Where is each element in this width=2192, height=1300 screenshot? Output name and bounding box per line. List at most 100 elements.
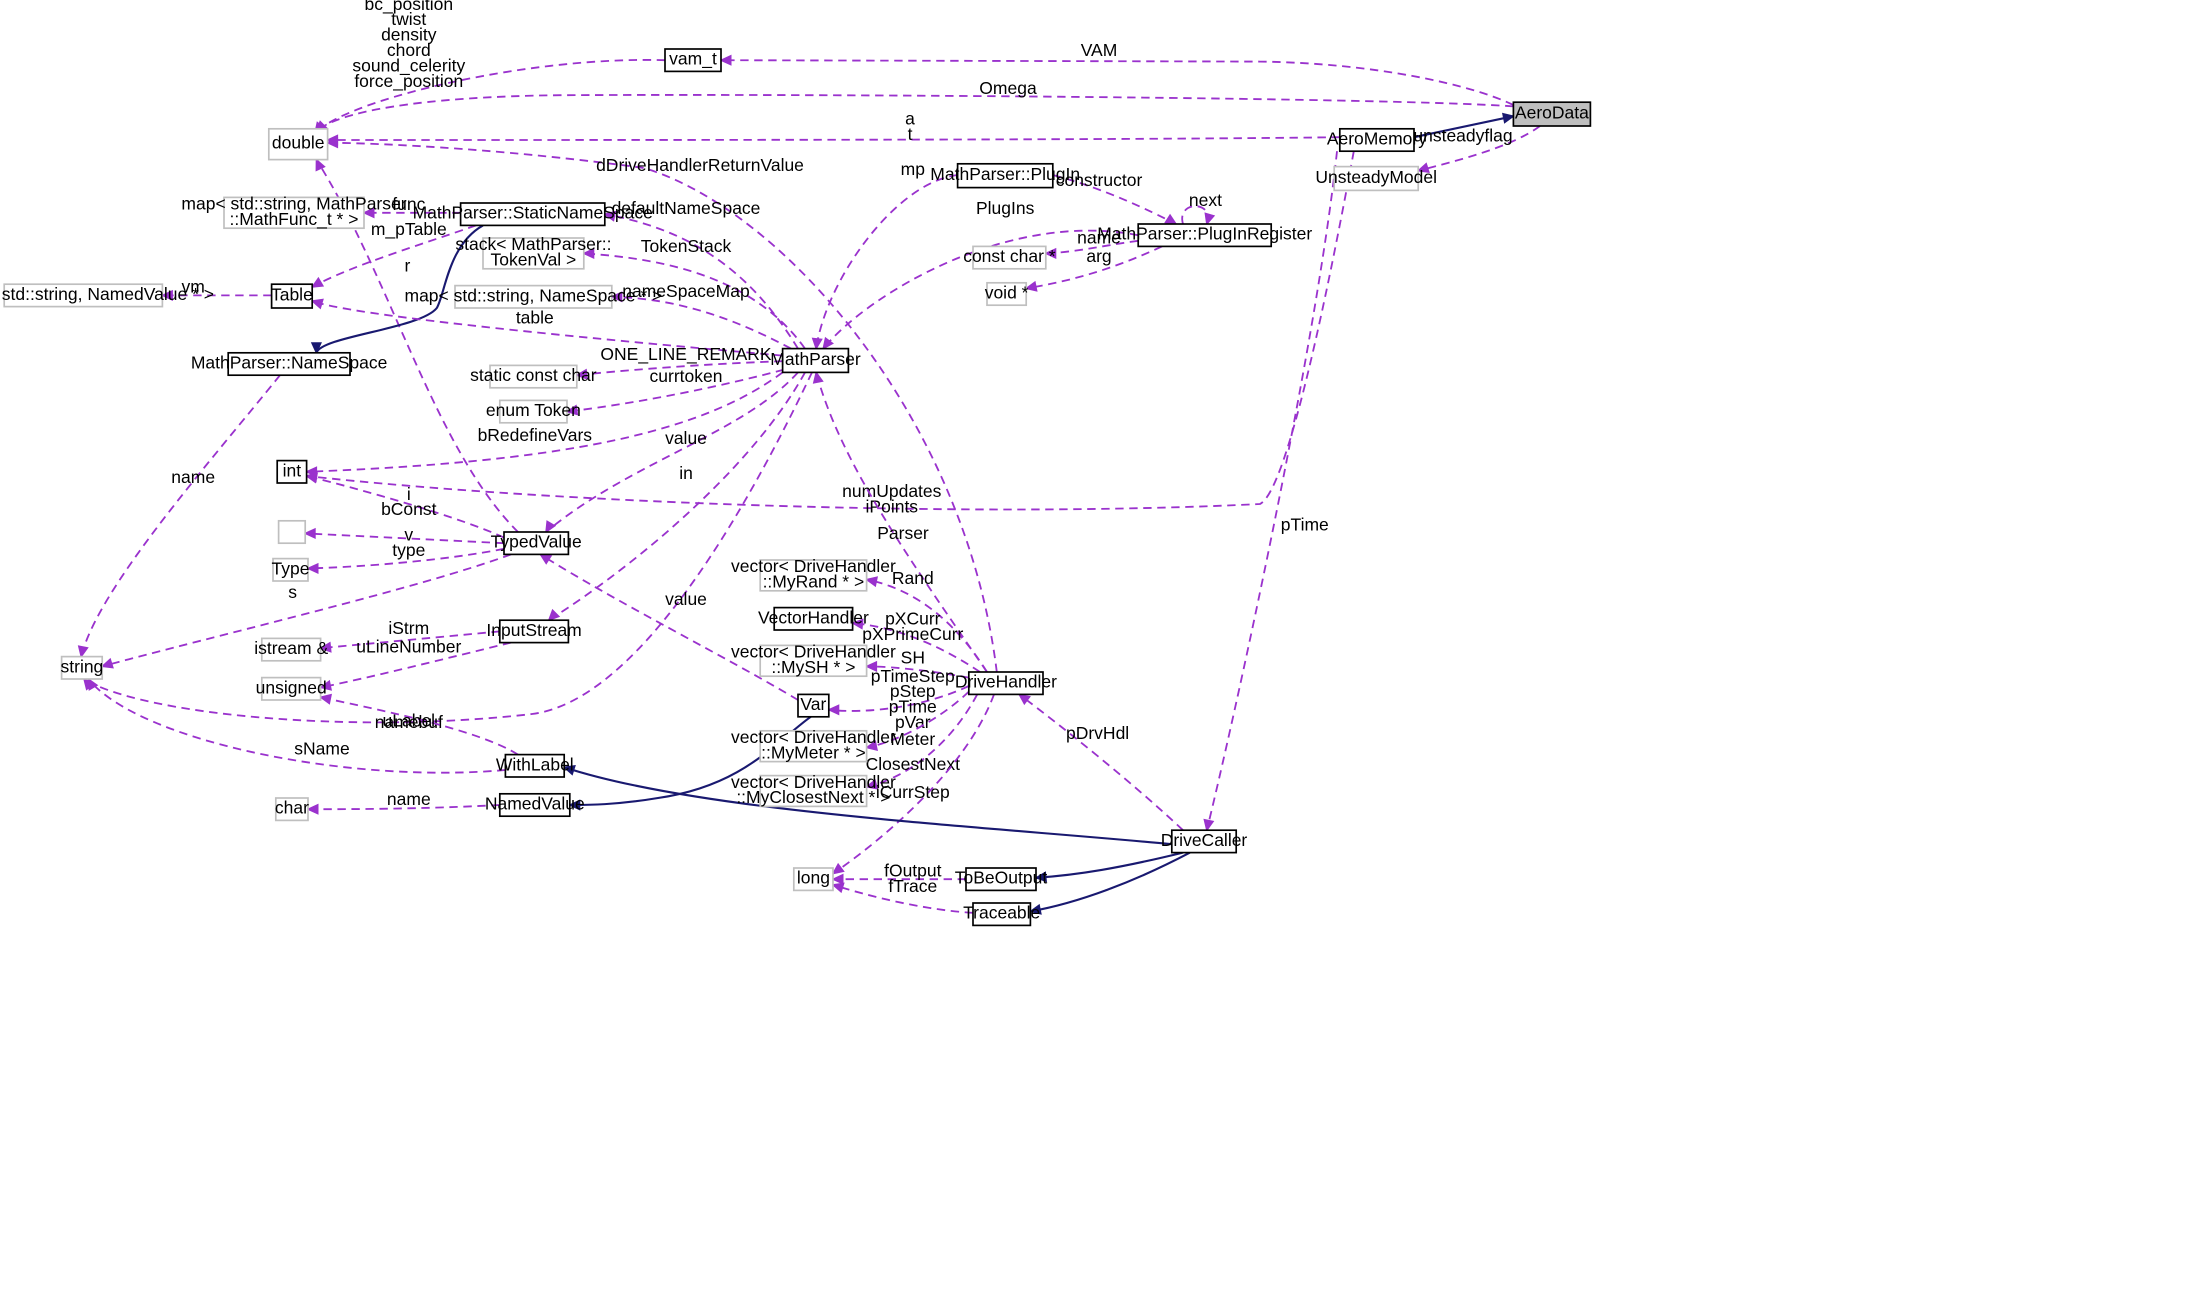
edge-mp-stack: TokenStack [582, 236, 806, 350]
arrowhead [831, 882, 845, 894]
class-node-enumtoken[interactable]: enum Token [486, 399, 581, 424]
class-node-mapnv[interactable]: map< std::string, NamedValue * > [0, 283, 214, 308]
node-box [759, 559, 868, 592]
edge-label: table [516, 307, 554, 327]
edge-label: PlugIns [976, 198, 1035, 218]
usage-line [306, 151, 1355, 511]
class-node-typedvalue[interactable]: TypedValue [491, 531, 582, 556]
class-node-mapfunc[interactable]: map< std::string, MathParser::MathFunc_t… [181, 194, 406, 230]
class-node-istream[interactable]: istream & [254, 637, 328, 662]
node-box [773, 606, 854, 631]
edge-is-istream: iStrm [318, 618, 500, 653]
class-node-long[interactable]: long [792, 867, 834, 892]
node-label: enum Token [486, 400, 581, 420]
class-node-vam-t[interactable]: vam_t [664, 48, 722, 73]
class-node-namespace[interactable]: MathParser::NameSpace [191, 351, 387, 377]
class-node-unsteadymodel[interactable]: UnsteadyModel [1315, 165, 1437, 192]
edge-mp-table: table [310, 298, 783, 357]
class-node-vectorhandler[interactable]: VectorHandler [758, 606, 869, 631]
node-box [498, 399, 568, 424]
edge-dh-mp: Parser [812, 370, 988, 673]
edge-label: dDriveHandlerReturnValue [596, 155, 804, 175]
node-box [781, 347, 850, 374]
inheritance-line [569, 704, 830, 807]
edge-mp-int: bRedefineVars [304, 371, 784, 478]
class-node-tobeoutput[interactable]: ToBeOutput [955, 867, 1048, 892]
class-node-var[interactable]: Var [797, 693, 830, 718]
class-node-vecclosest[interactable]: vector< DriveHandler::MyClosestNext * > [731, 772, 896, 808]
edge-tv-type: type [306, 540, 505, 574]
edge-pir-cc: name [1044, 228, 1139, 259]
edge-is-unsigned: uLineNumber [318, 636, 512, 691]
usage-line [720, 59, 1514, 106]
class-node-staticnamespace[interactable]: MathParser::StaticNameSpace [413, 202, 653, 227]
class-node-staticconstchar[interactable]: static const char [470, 364, 597, 389]
class-node-vecrand[interactable]: vector< DriveHandler::MyRand * > [731, 556, 896, 592]
class-node-mapns[interactable]: map< std::string, NameSpace * > [405, 284, 663, 309]
class-node-unsigned[interactable]: unsigned [256, 676, 327, 701]
node-label: MathParser [770, 349, 861, 369]
class-node-inputstream[interactable]: InputStream [486, 619, 582, 644]
node-label: vam_t [669, 49, 717, 70]
class-node-char[interactable]: char [275, 797, 309, 822]
arrowhead [1203, 818, 1215, 832]
usage-line [101, 553, 512, 668]
class-node-drivehandler[interactable]: DriveHandler [955, 671, 1057, 696]
arrowhead [582, 247, 595, 259]
class-node-vecmeter[interactable]: vector< DriveHandler::MyMeter * > [731, 727, 896, 763]
class-node-pluginregister[interactable]: MathParser::PlugInRegister [1097, 223, 1312, 248]
edge-sns-table: m_pTable [310, 219, 477, 288]
usage-line [604, 213, 799, 350]
edge-dc-wl [562, 765, 1172, 846]
class-node-table[interactable]: Table [270, 283, 314, 309]
class-node-stacktok[interactable]: stack< MathParser::TokenVal > [455, 234, 611, 270]
class-node-drivecaller[interactable]: DriveCaller [1161, 829, 1248, 854]
class-node-blank[interactable] [277, 519, 307, 545]
arrowhead [610, 291, 623, 303]
usage-line [327, 136, 1340, 141]
node-box [482, 237, 585, 270]
class-node-withlabel[interactable]: WithLabel [496, 753, 574, 778]
class-node-plugin[interactable]: MathParser::PlugIn [930, 162, 1080, 189]
class-node-mathparser[interactable]: MathParser [770, 347, 861, 374]
class-node-string[interactable]: string [61, 655, 104, 680]
edge-label: bc_position [365, 0, 454, 15]
usage-line [866, 690, 970, 749]
edge-vam-double: bc_positiontwistdensitychordsound_celeri… [313, 0, 666, 135]
usage-line [852, 622, 981, 673]
class-node-vecsh[interactable]: vector< DriveHandler::MySH * > [731, 642, 896, 678]
edge-label: fTrace [888, 876, 937, 896]
edge-label: name [1077, 228, 1121, 248]
node-label: Var [800, 694, 826, 714]
class-node-traceable[interactable]: Traceable [963, 902, 1040, 927]
usage-line [1026, 245, 1163, 290]
node-label: string [61, 656, 104, 676]
usage-line [583, 252, 806, 350]
class-node-double[interactable]: double [267, 127, 329, 161]
edge-label: ClosestNext [866, 754, 960, 774]
class-node-namedvalue[interactable]: NamedValue [485, 792, 585, 818]
node-label: AeroData [1515, 103, 1589, 123]
node-box [1338, 127, 1415, 153]
edge-aero-unsteady: unsteadyflag [1413, 125, 1541, 173]
class-node-aeromemory[interactable]: AeroMemory [1327, 127, 1427, 153]
usage-line [832, 694, 995, 875]
class-node-voidp[interactable]: void * [985, 281, 1029, 307]
class-node-int[interactable]: int [276, 459, 308, 484]
node-box [504, 753, 566, 778]
edge-label: sName [294, 739, 349, 759]
node-label: map< std::string, MathParser [181, 194, 406, 214]
node-box [792, 867, 834, 892]
class-node-aerodata[interactable]: AeroData [1512, 101, 1592, 127]
usage-line [320, 696, 519, 756]
class-node-constchar[interactable]: const char * [963, 245, 1056, 270]
node-label: TypedValue [491, 532, 582, 552]
node-box [1512, 101, 1592, 127]
edge-label: r [404, 256, 410, 276]
class-node-type[interactable]: Type [272, 557, 310, 582]
node-box [759, 644, 868, 678]
node-box [223, 196, 365, 230]
